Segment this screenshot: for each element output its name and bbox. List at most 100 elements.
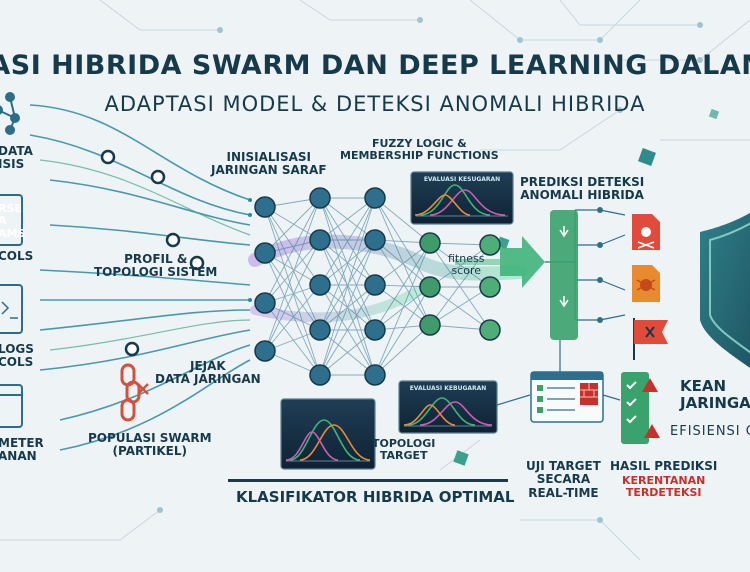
classifier-label: KLASIFIKATOR HIBRIDA OPTIMAL — [236, 488, 515, 506]
label-keamanan: KEAN JARINGA — [680, 377, 750, 412]
nn-edge — [429, 286, 491, 331]
nn-edge — [374, 197, 431, 244]
nn-nodes — [254, 187, 501, 386]
top-panel-title: EVALUASI KESUGARAN — [424, 176, 500, 183]
bottom-panel-title-svg: EVALUASI KEBUGARAN — [410, 385, 487, 392]
label-fitness-score: fitness score — [448, 252, 485, 278]
nn-node — [309, 229, 331, 251]
nn-node — [309, 274, 331, 296]
nn-edge — [264, 302, 321, 376]
nn-edge — [319, 197, 376, 241]
label-prediksi: PREDIKSI DETEKSI ANOMALI HIBRIDA — [520, 175, 645, 203]
classifier-bar — [228, 479, 508, 482]
nn-edge — [374, 324, 431, 376]
input-flow-lines-green — [39, 159, 251, 351]
nn-node — [364, 364, 386, 386]
nn-node — [309, 364, 331, 386]
nn-edge — [374, 242, 431, 286]
doc-icon — [1, 301, 18, 319]
nn-node — [254, 340, 276, 362]
top-panel-title-svg: EVALUASI KESUGARAN — [424, 176, 500, 183]
nn-edge — [374, 284, 431, 326]
left-label-data-analisis: DATA ISIS — [0, 144, 33, 172]
flag-icon — [633, 318, 668, 360]
label-efisiensi: EFISIENSI C — [670, 424, 750, 439]
nn-edge — [264, 206, 321, 286]
nn-node — [419, 232, 441, 254]
label-kerentanan: KERENTANAN TERDETEKSI — [622, 474, 706, 500]
page-title: MASI HIBRIDA SWARM DAN DEEP LEARNING DAL… — [0, 50, 750, 81]
nn-edge — [264, 239, 321, 352]
bottom-flow — [496, 340, 621, 406]
left-label-streams: RSE A AMS — [0, 202, 26, 240]
nn-edge — [374, 242, 431, 376]
nn-node — [309, 319, 331, 341]
nn-edge — [319, 284, 376, 376]
nn-node — [364, 229, 386, 251]
nn-edge — [429, 244, 491, 326]
prediction-card — [550, 210, 578, 340]
nn-edge — [264, 284, 321, 352]
nn-node — [419, 276, 441, 298]
background-dots — [157, 17, 703, 523]
nn-edge — [264, 252, 321, 331]
label-jejak-data: JEJAK DATA JARINGAN — [155, 359, 261, 387]
left-label-cols: COLS — [0, 249, 34, 263]
nn-edge — [319, 197, 376, 376]
nn-edge — [374, 286, 431, 376]
left-label-meter: METER ANAN — [0, 436, 44, 464]
nn-edge — [429, 242, 491, 331]
bug-file-icon — [632, 265, 660, 302]
fuzzy-panel-top — [410, 171, 514, 225]
skull-file-icon — [632, 214, 660, 250]
input-flow-dots — [248, 198, 252, 302]
label-fuzzy-logic: FUZZY LOGIC & MEMBERSHIP FUNCTIONS — [340, 137, 499, 163]
network-icon — [0, 92, 20, 135]
nn-edge — [374, 242, 431, 331]
nn-edge — [374, 239, 431, 326]
nn-node — [479, 234, 501, 256]
data-stream-icon-left — [0, 194, 23, 428]
label-topologi-target: TOPOLOGI TARGET — [372, 437, 436, 463]
nn-edge — [264, 197, 321, 352]
big-green-arrow — [500, 236, 545, 288]
break-x-icon — [137, 383, 149, 395]
left-label-logs: LOGS COLS — [0, 342, 34, 370]
label-populasi-swarm: POPULASI SWARM (PARTIKEL) — [88, 431, 212, 459]
nn-node — [254, 196, 276, 218]
result-clipboard — [621, 372, 660, 444]
nn-edges — [264, 197, 491, 376]
nn-edge — [264, 239, 321, 304]
page-subtitle: ADAPTASI MODEL & DETEKSI ANOMALI HIBRIDA — [104, 92, 646, 116]
label-hasil-prediksi: HASIL PREDIKSI — [610, 459, 718, 473]
nn-node — [364, 187, 386, 209]
nn-edge — [264, 197, 321, 304]
nn-edge — [264, 252, 321, 376]
nn-edge — [319, 329, 376, 376]
nn-edge — [319, 239, 376, 286]
nn-edge — [429, 244, 491, 288]
nn-node — [419, 314, 441, 336]
nn-node — [364, 274, 386, 296]
tree-nodes — [597, 207, 603, 323]
input-flow-lines — [29, 104, 251, 451]
nn-node — [479, 319, 501, 341]
input-flow-nodes — [100, 149, 205, 357]
nn-node — [479, 276, 501, 298]
nn-node — [254, 292, 276, 314]
nn-node — [254, 242, 276, 264]
test-window — [530, 371, 604, 423]
nn-node — [309, 187, 331, 209]
nn-edge — [319, 197, 376, 331]
fuzzy-panel-bottom — [398, 380, 498, 434]
label-uji-target: UJI TARGET SECARA REAL-TIME — [526, 459, 601, 500]
label-inisialisasi: INISIALISASI JARINGAN SARAF — [211, 150, 327, 178]
fuzzy-panel-left — [280, 398, 376, 470]
nn-edge — [429, 286, 491, 326]
arrow-trail — [455, 259, 500, 265]
nn-node — [364, 319, 386, 341]
nn-edge — [264, 197, 321, 254]
nn-edge — [374, 197, 431, 326]
